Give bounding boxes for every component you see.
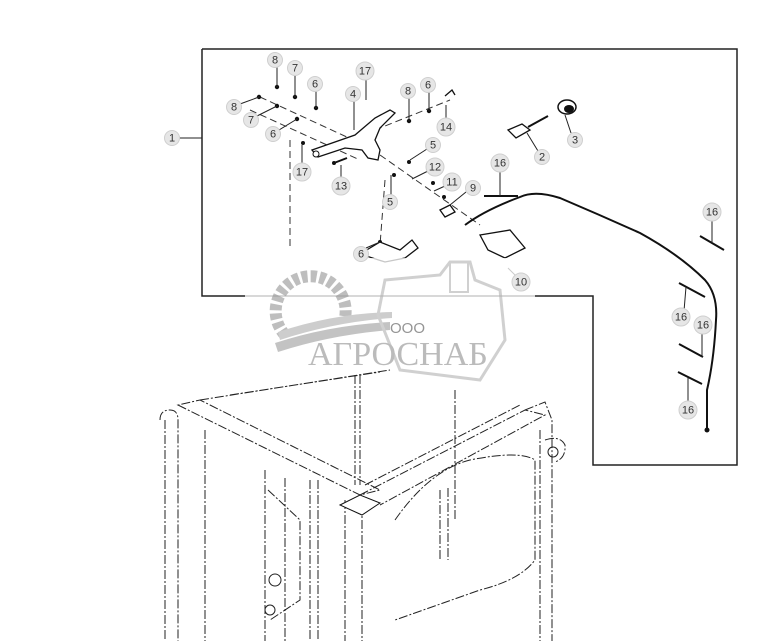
callout-13: 13 [331, 176, 351, 196]
callout-label: 9 [470, 183, 476, 195]
callout-circle [425, 157, 445, 177]
callout-circle [442, 172, 462, 192]
callout-5: 5 [382, 194, 398, 210]
watermark-prefix: ООО [390, 320, 425, 337]
callout-label: 6 [425, 80, 431, 92]
callout-label: 6 [270, 129, 276, 141]
callout-6: 6 [420, 77, 436, 93]
callout-label: 16 [675, 312, 687, 324]
callout-circle [693, 315, 713, 335]
callout-circle [436, 117, 456, 137]
callout-label: 2 [539, 152, 545, 164]
callout-label: 8 [272, 55, 278, 67]
callout-17: 17 [292, 162, 312, 182]
callout-14: 14 [436, 117, 456, 137]
callout-16: 16 [671, 307, 691, 327]
callout-label: 3 [572, 135, 578, 147]
callout-label: 7 [292, 63, 298, 75]
callout-label: 8 [231, 102, 237, 114]
callout-label: 11 [446, 177, 457, 189]
callout-6: 6 [307, 76, 323, 92]
callout-label: 7 [248, 115, 254, 127]
callout-circle [243, 112, 259, 128]
callout-17: 17 [355, 61, 375, 81]
watermark-logo: ООО АГРОСНАБ [245, 258, 535, 382]
callout-7: 7 [243, 112, 259, 128]
callout-label: 16 [682, 405, 694, 417]
callout-circle [287, 60, 303, 76]
callout-circle [265, 126, 281, 142]
callout-8: 8 [226, 99, 242, 115]
callout-circle [567, 132, 583, 148]
callout-label: 16 [706, 207, 718, 219]
callout-16: 16 [693, 315, 713, 335]
callout-label: 13 [335, 181, 347, 193]
callout-circle [355, 61, 375, 81]
callout-circle [292, 162, 312, 182]
callout-circle [400, 83, 416, 99]
callout-circle [164, 130, 180, 146]
callout-16: 16 [702, 202, 722, 222]
callout-label: 5 [387, 197, 393, 209]
callout-4: 4 [345, 86, 361, 102]
clip-part-9 [439, 204, 456, 218]
callout-label: 12 [429, 162, 441, 174]
callout-label: 14 [440, 122, 452, 134]
callout-label: 5 [430, 140, 436, 152]
callout-circle [534, 149, 550, 165]
callout-7: 7 [287, 60, 303, 76]
callout-circle [465, 180, 481, 196]
leader-lines [239, 66, 713, 403]
callout-circle [420, 77, 436, 93]
callout-circle [511, 272, 531, 292]
callout-label: 4 [350, 89, 356, 101]
callout-1: 1 [164, 130, 180, 146]
callout-label: 10 [515, 277, 527, 289]
callout-6: 6 [353, 246, 369, 262]
callout-6: 6 [265, 126, 281, 142]
callout-11: 11 [442, 172, 462, 192]
callout-label: 16 [494, 158, 506, 170]
callout-circle [226, 99, 242, 115]
callout-3: 3 [567, 132, 583, 148]
callout-8: 8 [267, 52, 283, 68]
callout-circle [331, 176, 351, 196]
callout-circle [307, 76, 323, 92]
callout-label: 6 [358, 249, 364, 261]
callout-9: 9 [465, 180, 481, 196]
callout-label: 8 [405, 86, 411, 98]
callout-8: 8 [400, 83, 416, 99]
detail-box [201, 48, 738, 466]
callout-label: 16 [697, 320, 709, 332]
cab-frame [159, 369, 566, 641]
callout-circle [671, 307, 691, 327]
callout-circle [345, 86, 361, 102]
callout-circle [382, 194, 398, 210]
callout-label: 1 [169, 133, 175, 145]
callout-2: 2 [534, 149, 550, 165]
watermark-company: АГРОСНАБ [308, 336, 488, 373]
callout-label: 6 [312, 79, 318, 91]
callout-12: 12 [425, 157, 445, 177]
callout-circle [678, 400, 698, 420]
callout-16: 16 [490, 153, 510, 173]
callout-circle [425, 137, 441, 153]
callout-label: 17 [296, 167, 308, 179]
bracket-part-4 [310, 109, 397, 161]
callout-5: 5 [425, 137, 441, 153]
sensor-part-2 [506, 123, 532, 139]
callout-circle [353, 246, 369, 262]
callout-label: 17 [359, 66, 371, 78]
wiring-harness [464, 192, 718, 428]
callout-16: 16 [678, 400, 698, 420]
callout-circle [490, 153, 510, 173]
callout-circle [267, 52, 283, 68]
callout-10: 10 [511, 272, 531, 292]
callout-circle [702, 202, 722, 222]
